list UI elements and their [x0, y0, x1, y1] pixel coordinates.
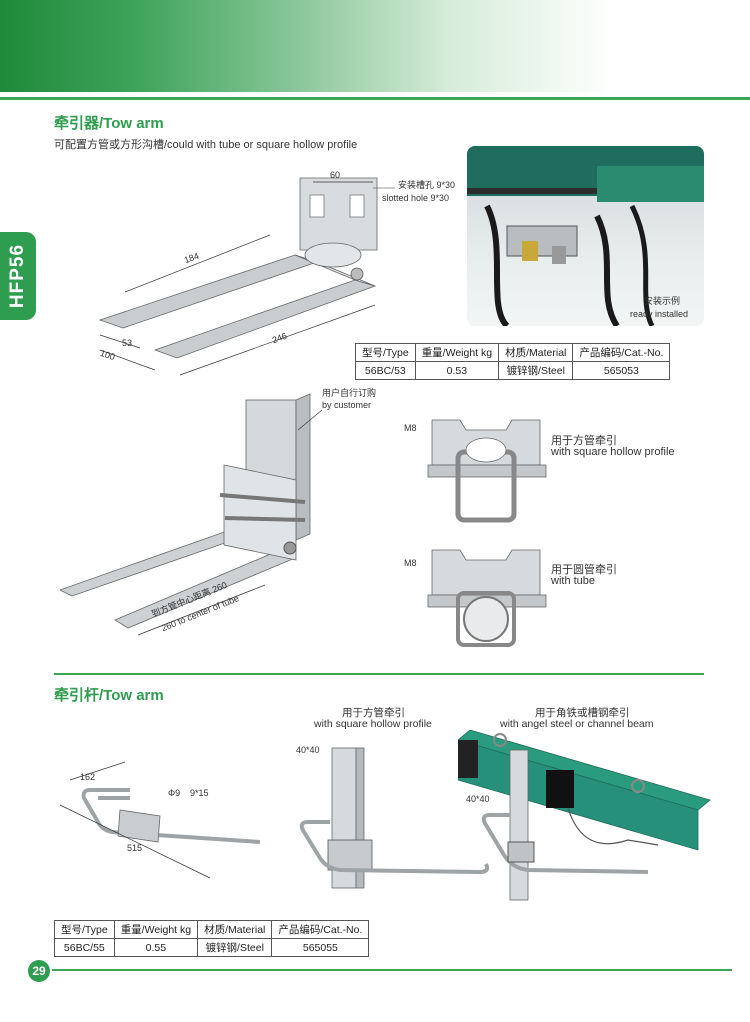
table-header-row: 型号/Type 重量/Weight kg 材质/Material 产品编码/Ca… [54, 920, 370, 939]
table-header-material: 材质/Material [197, 920, 273, 939]
tow-arm-tube-diagram [60, 393, 323, 636]
round-label-en: with tube [551, 575, 596, 587]
table-row: 56BC/53 0.53 镀锌钢/Steel 565053 [355, 361, 671, 380]
table-header-type: 型号/Type [355, 343, 416, 362]
section1-subtitle: 可配置方管或方形沟槽/could with tube or square hol… [54, 139, 358, 151]
table-cell-type: 56BC/55 [54, 938, 115, 957]
table-cell-material: 镀锌钢/Steel [498, 361, 574, 380]
side-tab-label: HFP56 [7, 243, 28, 309]
table-cell-weight: 0.53 [414, 361, 500, 380]
header-rule [0, 97, 750, 100]
dim-phi9: Φ9 [168, 788, 181, 798]
tow-arm-diagram [98, 177, 395, 376]
installed-photo-illustration [467, 146, 704, 326]
table-header-catno: 产品编码/Cat.-No. [572, 343, 671, 362]
slot-label-en: slotted hole 9*30 [382, 193, 450, 203]
table-header-type: 型号/Type [54, 920, 115, 939]
round-clamp-diagram [427, 549, 547, 647]
table-header-material: 材质/Material [498, 343, 574, 362]
table-header-catno: 产品编码/Cat.-No. [271, 920, 370, 939]
angle-bar-label-cn: 用于角铁或槽钢牵引 [535, 707, 630, 719]
dim-515: 515 [127, 843, 143, 853]
section-separator [54, 673, 704, 675]
table-cell-catno: 565053 [572, 361, 671, 380]
square-label-en: with square hollow profile [551, 446, 675, 458]
slot-label-cn: 安装槽孔 9*30 [398, 180, 456, 190]
square-bar-label-cn: 用于方管牵引 [342, 707, 405, 719]
table-cell-catno: 565055 [271, 938, 370, 957]
table-header-weight: 重量/Weight kg [113, 920, 199, 939]
side-tab: HFP56 [0, 232, 36, 320]
tow-bar-diagram [59, 761, 261, 879]
customer-label-cn: 用户自行订购 [322, 388, 377, 398]
section2-title: 牵引杆/Tow arm [54, 687, 164, 704]
page-number: 29 [28, 960, 50, 982]
table-cell-weight: 0.55 [113, 938, 199, 957]
spec-table-1: 型号/Type 重量/Weight kg 材质/Material 产品编码/Ca… [355, 343, 671, 380]
square-label-cn: 用于方管牵引 [551, 435, 617, 447]
footer-rule [52, 969, 732, 971]
table-row: 56BC/55 0.55 镀锌钢/Steel 565055 [54, 938, 370, 957]
table-header-row: 型号/Type 重量/Weight kg 材质/Material 产品编码/Ca… [355, 343, 671, 362]
round-label-cn: 用于圆管牵引 [551, 564, 617, 576]
square-clamp-diagram [427, 419, 547, 523]
square-m8-label: M8 [404, 423, 417, 433]
square-bar-size: 40*40 [296, 745, 320, 755]
photo-caption-cn: 安装示例 [644, 296, 681, 306]
table-header-weight: 重量/Weight kg [414, 343, 500, 362]
section1-title: 牵引器/Tow arm [54, 115, 164, 132]
table-cell-material: 镀锌钢/Steel [197, 938, 273, 957]
customer-label-en: by customer [322, 400, 372, 410]
square-bar-label-en: with square hollow profile [314, 718, 432, 730]
square-tow-bar-diagram [299, 747, 490, 889]
dim-53: 53 [122, 338, 133, 348]
angle-bar-size: 40*40 [466, 794, 490, 804]
header-band [0, 0, 750, 92]
table-cell-type: 56BC/53 [355, 361, 416, 380]
dim-162: 162 [80, 772, 96, 782]
round-m8-label: M8 [404, 558, 417, 568]
dim-9x15: 9*15 [190, 788, 209, 798]
angle-bar-label-en: with angel steel or channel beam [500, 718, 654, 730]
installed-photo [467, 146, 704, 326]
photo-caption-en: ready installed [630, 309, 689, 319]
spec-table-2: 型号/Type 重量/Weight kg 材质/Material 产品编码/Ca… [54, 920, 370, 957]
angle-tow-bar-diagram [458, 730, 711, 901]
dim-60: 60 [330, 170, 341, 180]
